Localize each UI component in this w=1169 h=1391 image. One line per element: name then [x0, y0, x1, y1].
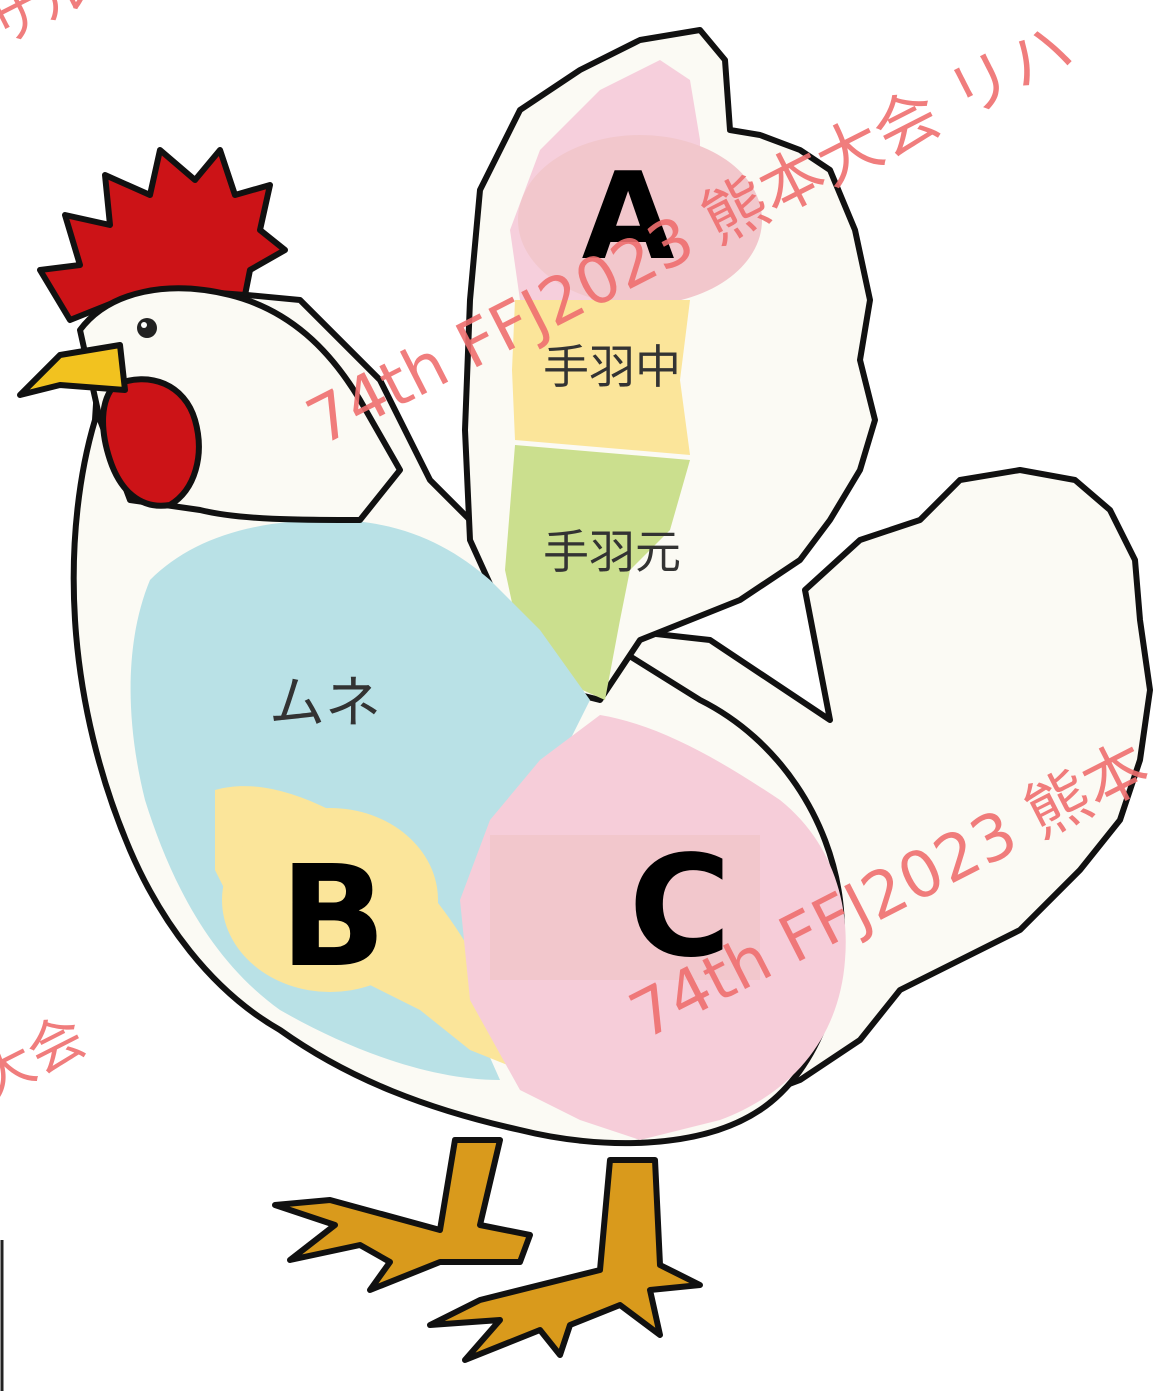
label-b: B [280, 836, 387, 999]
wing-mid-region [512, 300, 690, 455]
label-wing-mid: 手羽中 [543, 340, 681, 394]
label-c: C [629, 826, 732, 989]
label-breast: ムネ [269, 671, 381, 736]
label-b-bubble [222, 808, 438, 992]
watermark-4: 大会 [0, 1004, 96, 1113]
label-a-bubble [518, 135, 762, 305]
eye [137, 318, 157, 338]
legs [272, 1137, 703, 1363]
label-c-box [490, 835, 760, 980]
wattle [100, 376, 202, 509]
eye-highlight [141, 322, 147, 328]
right-leg [427, 1157, 703, 1363]
watermark-3: サル [0, 0, 104, 60]
label-a: A [582, 148, 675, 287]
beak [17, 342, 128, 398]
label-wing-base: 手羽元 [543, 525, 681, 579]
left-leg [272, 1137, 533, 1293]
wing-base-region [505, 445, 690, 700]
comb [37, 147, 288, 323]
